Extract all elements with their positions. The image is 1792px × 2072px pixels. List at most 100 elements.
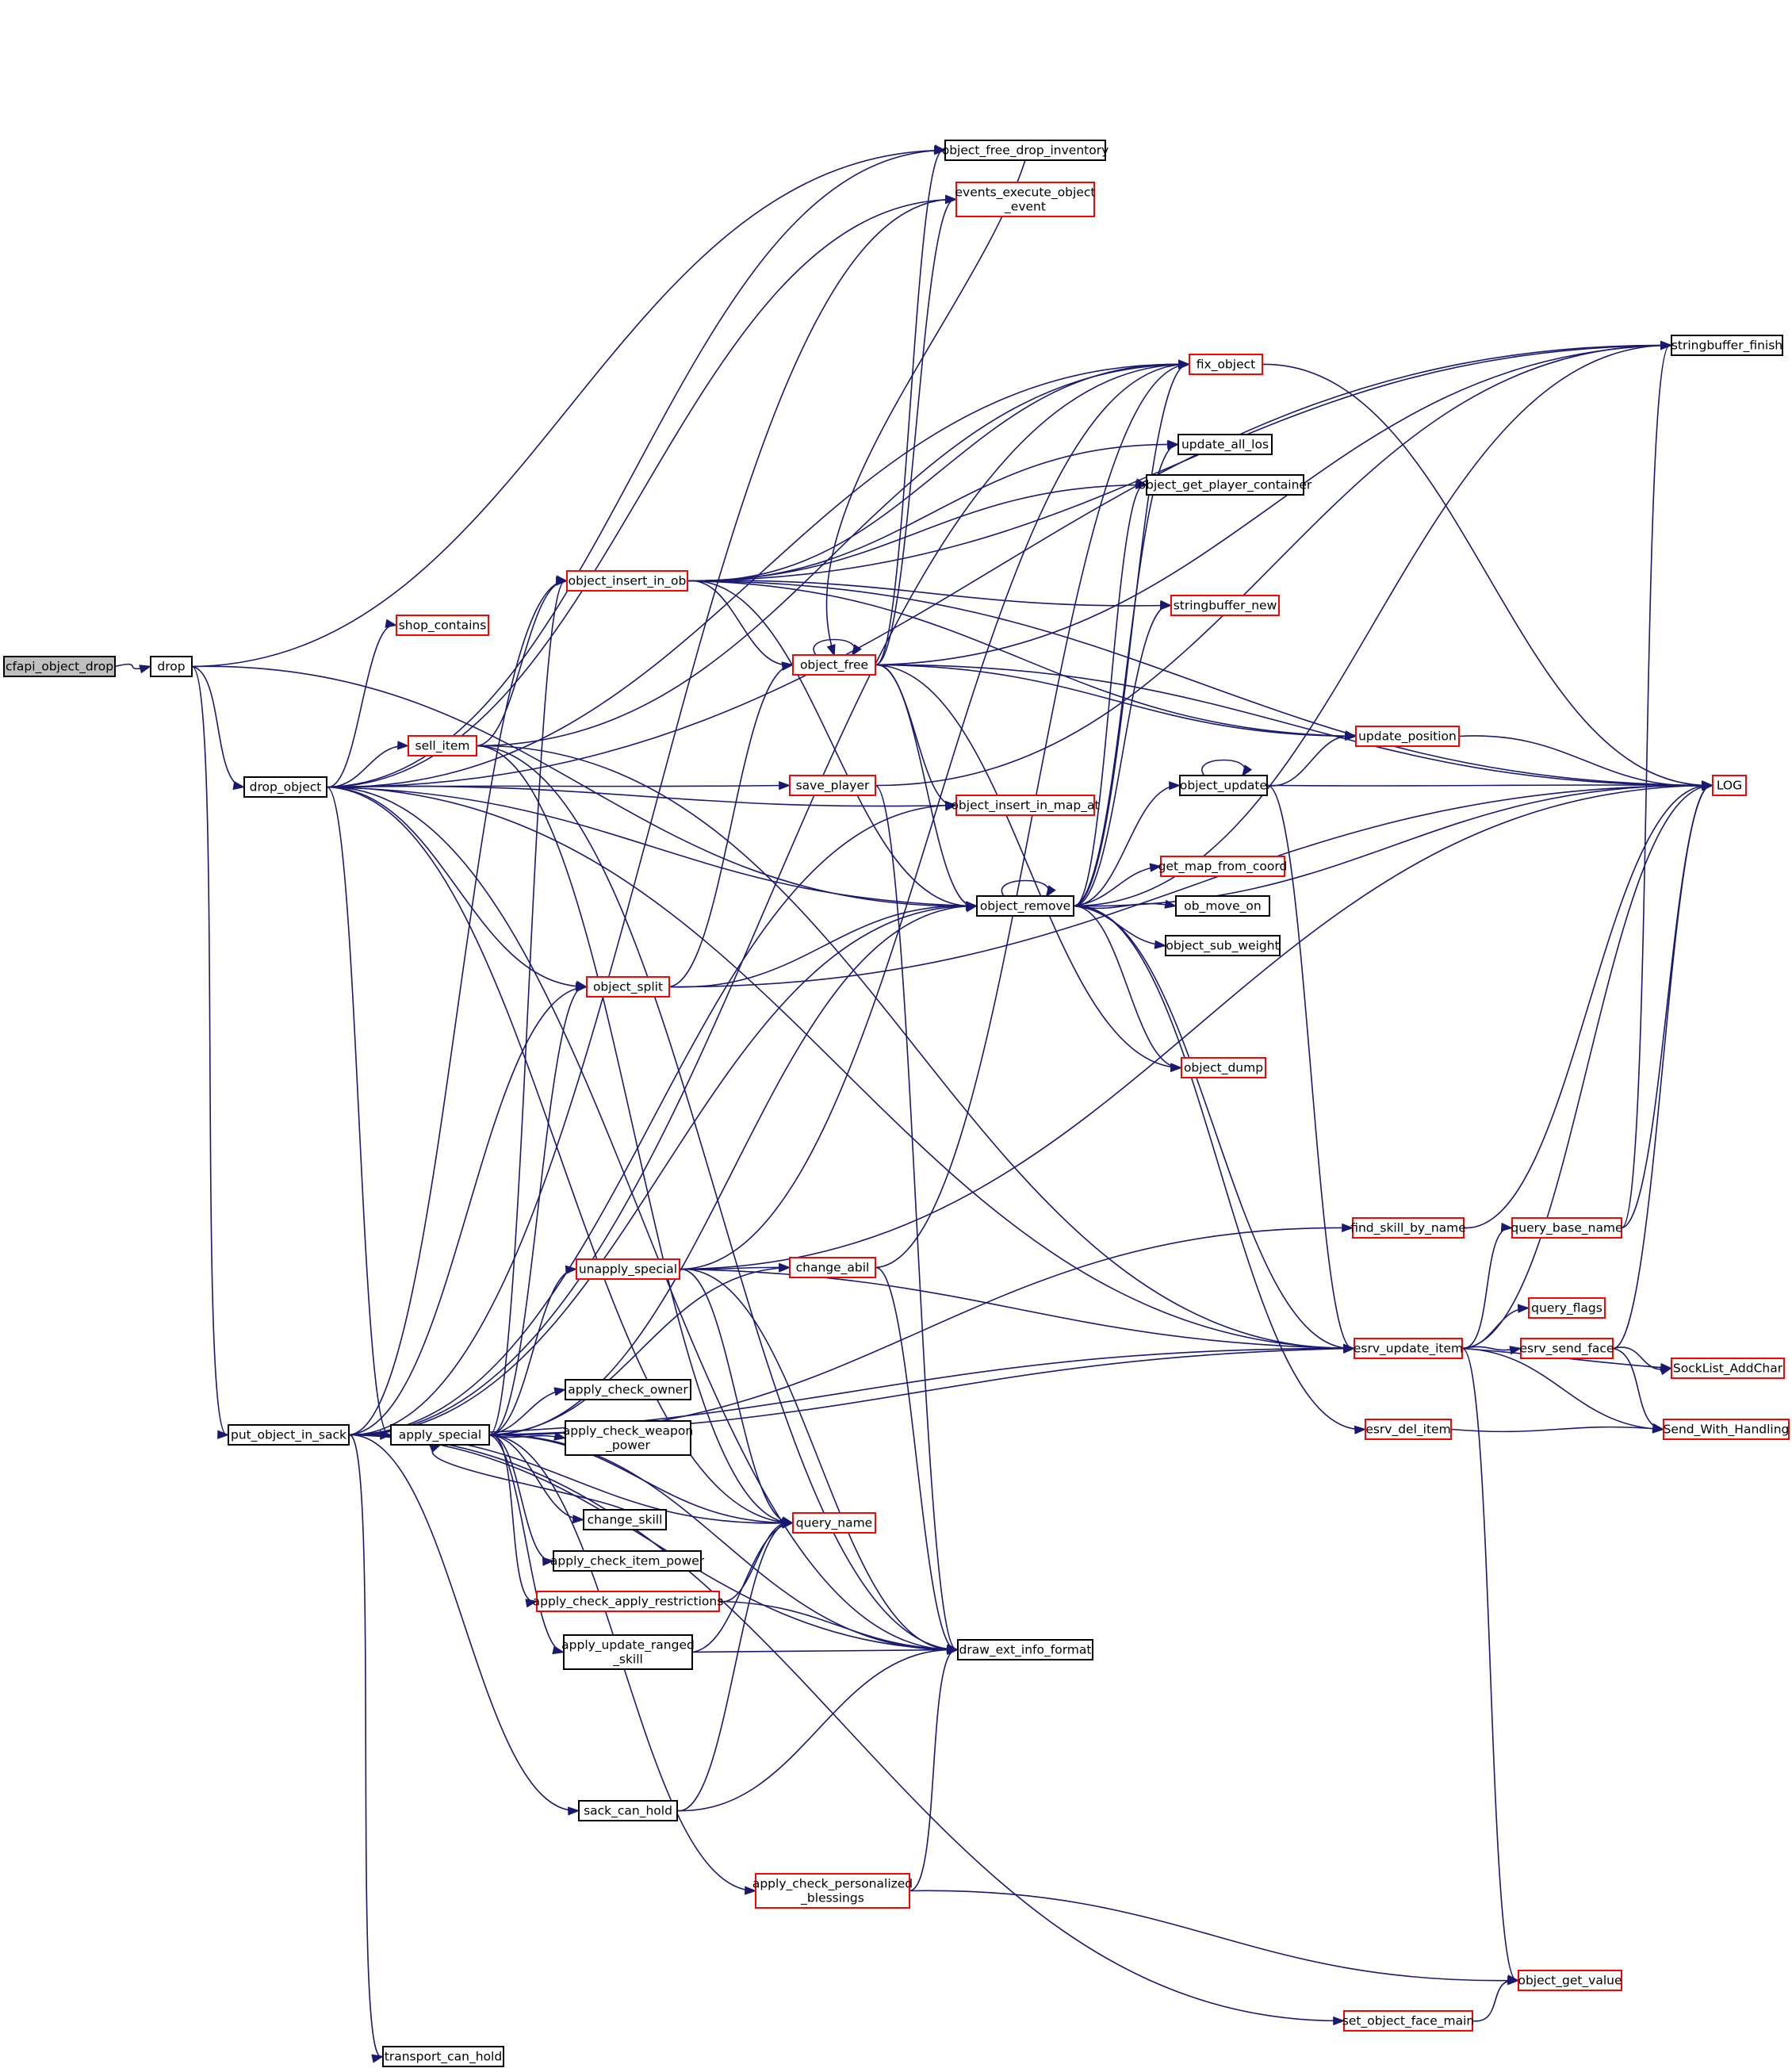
node-label: shop_contains [399,619,487,634]
edges-layer [114,144,1714,2063]
function-node-object-free-drop-inventory[interactable]: object_free_drop_inventory [942,140,1109,161]
function-node-object-get-value[interactable]: object_get_value [1518,1970,1622,1991]
call-edge [348,1434,959,1654]
function-node-update-position[interactable]: update_position [1355,726,1460,747]
call-edge [825,159,1026,657]
edge-line [1458,735,1712,787]
node-box [1170,595,1280,616]
node-label: cfapi_object_drop [6,660,113,675]
function-node-object-split[interactable]: object_split [586,976,670,998]
node-box [1365,1419,1452,1440]
edge-line [1472,1979,1518,2022]
function-node-apply-check-apply-restrictions[interactable]: apply_check_apply_restrictions [533,1591,724,1612]
function-node-events-execute-object-event[interactable]: events_execute_object_event [955,182,1096,217]
node-label: change_abil [796,1261,870,1276]
edge-line [875,344,1671,787]
function-node-send-with-handling[interactable]: Send_With_Handling [1663,1419,1790,1440]
call-edge [488,575,569,1436]
function-node-query-base-name[interactable]: query_base_name [1511,1217,1623,1239]
function-node-object-sub-weight[interactable]: object_sub_weight [1165,935,1281,956]
function-node-object-update[interactable]: object_update [1179,775,1268,796]
function-node-esrv-update-item[interactable]: esrv_update_item [1354,1338,1463,1359]
node-box [1520,1338,1614,1359]
function-node-sack-can-hold[interactable]: sack_can_hold [578,1800,678,1821]
node-label: fix_object [1197,358,1255,373]
function-node-object-dump[interactable]: object_dump [1181,1057,1266,1078]
node-box [1518,1970,1622,1991]
function-node-apply-check-personalized-blessings[interactable]: apply_check_personalized_blessings [752,1873,913,1909]
nodes-layer: cfapi_object_drop drop drop_object put_obje… [3,140,1790,2067]
function-node-find-skill-by-name[interactable]: find_skill_by_name [1350,1217,1466,1239]
call-edge [1262,363,1714,791]
arrow-head [945,194,958,205]
function-node-unapply-special[interactable]: unapply_special [576,1258,680,1280]
edge-line [348,1434,1343,2022]
call-edge [1201,759,1253,777]
function-node-query-name[interactable]: query_name [792,1512,876,1534]
function-node-change-skill[interactable]: change_skill [583,1509,667,1530]
call-edge [476,745,959,1654]
function-node-transport-can-hold[interactable]: transport_can_hold [382,2046,504,2067]
function-node-cfapi-object-drop[interactable]: cfapi_object_drop [3,656,116,677]
edge-line [191,149,944,668]
arrow-head [965,903,978,913]
function-node-stringbuffer-new[interactable]: stringbuffer_new [1170,595,1280,616]
call-edge [875,664,978,913]
function-node-apply-check-item-power[interactable]: apply_check_item_power [550,1550,705,1572]
edge-line [1073,905,1365,1430]
call-edge [488,1387,567,1436]
function-node-object-remove[interactable]: object_remove [976,895,1074,917]
function-node-socklist-addchar[interactable]: SockList_AddChar [1671,1358,1785,1379]
node-label: update_position [1358,730,1457,745]
function-node-save-player[interactable]: save_player [789,775,876,796]
arrow-head [139,664,152,674]
function-node-get-map-from-coord[interactable]: get_map_from_coord [1158,856,1288,877]
call-edge [326,194,958,788]
function-node-object-get-player-container[interactable]: object_get_player_container [1139,474,1312,496]
arrow-head [1652,1423,1665,1433]
call-edge [875,784,959,1653]
edge-line [676,1649,957,1812]
edge-line [488,905,976,1436]
function-node-log[interactable]: LOG [1712,775,1747,796]
function-node-draw-ext-info-format[interactable]: draw_ext_info_format [957,1639,1093,1660]
call-edge [875,664,1714,791]
function-node-drop[interactable]: drop [150,656,193,677]
arrow-head [552,1645,565,1655]
node-box [792,654,876,676]
function-node-stringbuffer-finish[interactable]: stringbuffer_finish [1671,335,1783,356]
call-edge [348,1343,1356,1436]
function-node-query-flags[interactable]: query_flags [1528,1297,1606,1319]
function-node-set-object-face-main[interactable]: set_object_face_main [1342,2010,1474,2032]
node-label: apply_special [399,1428,482,1443]
function-node-fix-object[interactable]: fix_object [1189,354,1263,375]
node-label: stringbuffer_new [1174,599,1277,614]
function-node-drop-object[interactable]: drop_object [243,776,327,798]
arrow-head [1135,478,1148,488]
edge-line [476,580,566,747]
node-label: find_skill_by_name [1350,1221,1466,1236]
function-node-apply-special[interactable]: apply_special [390,1424,490,1446]
call-edge [679,1268,795,1528]
call-edge [1001,879,1056,898]
function-node-esrv-send-face[interactable]: esrv_send_face [1520,1338,1614,1359]
function-node-esrv-del-item[interactable]: esrv_del_item [1365,1419,1452,1440]
function-node-apply-update-ranged-skill[interactable]: apply_update_ranged_skill [561,1634,695,1670]
function-node-apply-check-owner[interactable]: apply_check_owner [565,1379,691,1400]
node-label: object_insert_in_map_at [951,799,1099,814]
edge-line [875,1266,957,1651]
arrow-head [944,802,958,811]
function-node-put-object-in-sack[interactable]: put_object_in_sack [228,1424,350,1446]
function-node-shop-contains[interactable]: shop_contains [396,615,489,636]
function-node-object-insert-in-ob[interactable]: object_insert_in_ob [566,570,688,592]
function-node-update-all-los[interactable]: update_all_los [1177,434,1273,455]
node-label: _blessings [800,1891,864,1906]
node-label: _skill [612,1653,643,1668]
function-node-change-abil[interactable]: change_abil [789,1257,876,1278]
function-node-object-free[interactable]: object_free [792,654,876,676]
function-node-apply-check-weapon-power[interactable]: apply_check_weapon_power [563,1420,693,1456]
function-node-object-insert-in-map-at[interactable]: object_insert_in_map_at [951,795,1100,816]
edge-line [326,198,955,788]
function-node-sell-item[interactable]: sell_item [408,735,477,756]
function-node-ob-move-on[interactable]: ob_move_on [1175,895,1270,917]
